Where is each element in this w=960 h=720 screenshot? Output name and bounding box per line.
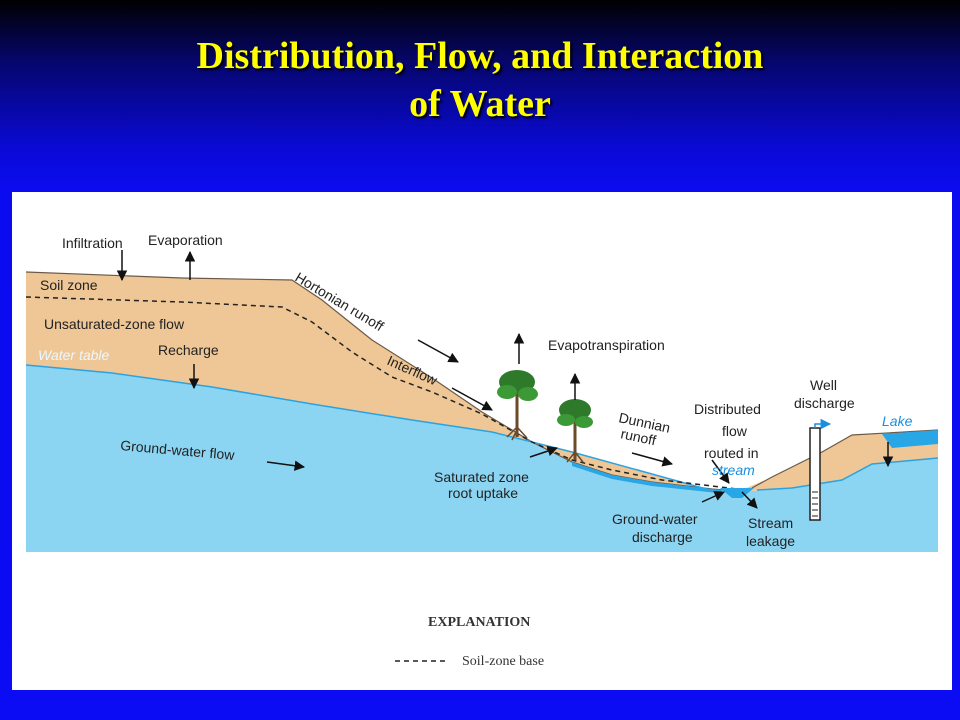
label-stream-leakage-2: leakage [746,533,795,549]
water-table-line [25,364,718,493]
ground-surface-line-right [751,429,939,489]
explanation-heading: EXPLANATION [428,615,530,630]
label-water-table: Water table [38,347,110,363]
label-routed-in: routed in [704,445,758,461]
title-line-1: Distribution, Flow, and Interaction [196,35,764,77]
tree-left-icon [497,370,538,441]
label-stream-leakage: Stream [748,515,793,531]
label-saturated-zone: Saturated zone [434,469,529,485]
groundwater-zone [26,365,938,552]
label-gw-discharge-2: discharge [632,529,693,545]
soil-zone-base-line [25,296,738,490]
tree-right-icon [557,399,593,463]
lake [882,430,938,448]
root-uptake-arrow-icon [529,446,558,458]
label-flow: flow [722,423,748,439]
interflow-arrow-icon [451,387,493,411]
label-infiltration: Infiltration [62,235,123,251]
label-soil-zone: Soil zone [40,277,98,293]
dunnian-arrow-icon [631,452,674,467]
stream [720,488,754,498]
label-evapotranspiration: Evapotranspiration [548,337,665,353]
label-stream: stream [712,462,755,478]
title-line-2: of Water [409,83,551,125]
hydrology-diagram: Infiltration Evaporation Soil zone Unsat… [25,232,939,669]
label-recharge: Recharge [158,342,219,358]
label-gw-discharge: Ground-water [612,511,698,527]
label-discharge: discharge [794,395,855,411]
surface-runoff-sheet [572,462,724,493]
label-lake: Lake [882,413,913,429]
stream-leakage-arrow-icon [741,491,758,509]
label-well: Well [810,377,837,393]
slide-title: Distribution, Flow, and Interaction of W… [0,32,960,128]
ground-water-flow-arrow-icon [266,460,306,471]
label-root-uptake: root uptake [448,485,518,501]
soil-zone [26,272,938,492]
distributed-flow-arrow-icon [711,459,730,484]
label-unsaturated-zone-flow: Unsaturated-zone flow [44,316,185,332]
hortonian-arrow-icon [417,339,459,363]
diagram-panel: Infiltration Evaporation Soil zone Unsat… [12,192,952,690]
label-runoff: runoff [619,425,657,448]
explanation-item-soil-zone-base: Soil-zone base [462,654,544,669]
label-distributed: Distributed [694,401,761,417]
gw-discharge-arrow-icon [701,491,725,503]
well [809,418,832,521]
label-evaporation: Evaporation [148,232,223,248]
water-table-line-right [756,457,939,491]
